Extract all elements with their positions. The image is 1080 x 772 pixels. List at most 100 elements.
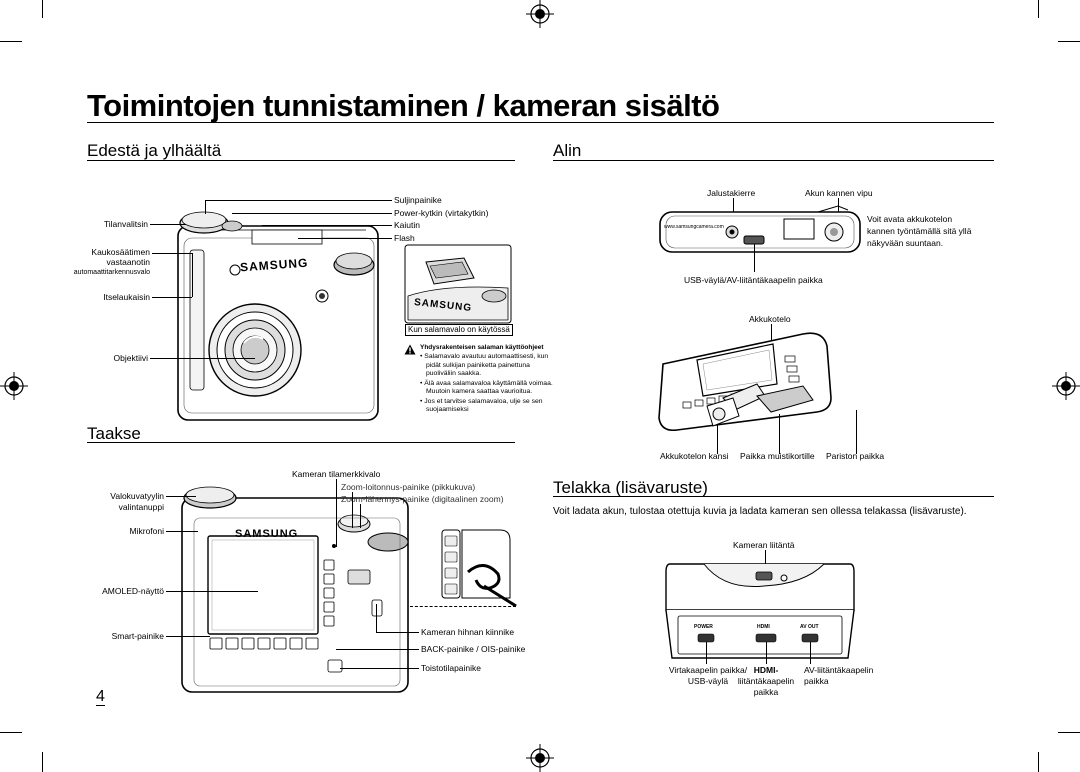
leader-line — [166, 496, 196, 497]
crop-mark — [1038, 0, 1039, 18]
dashed-leader — [410, 606, 516, 608]
label-amoled: AMOLED-näyttö — [102, 586, 164, 596]
label-valokuvatyylin-2: valintanuppi — [118, 502, 164, 512]
title-rule — [87, 122, 994, 123]
front-heading: Edestä ja ylhäältä — [87, 141, 222, 160]
camera-back-brand: SAMSUNG — [235, 528, 299, 540]
label-av-2: paikka — [804, 676, 829, 686]
label-pariston-paikka: Pariston paikka — [826, 451, 885, 461]
label-akun-kannen-vipu: Akun kannen vipu — [805, 188, 873, 198]
strap-detail-illustration — [441, 529, 517, 608]
label-kaukosaadin-1: Kaukosäätimen — [91, 247, 150, 257]
leader-line — [150, 358, 255, 359]
leader-line — [298, 238, 392, 239]
leader-line — [232, 213, 392, 214]
label-valokuvatyylin-1: Valokuvatyylin — [110, 491, 164, 501]
label-itselaukaisin: Itselaukaisin — [103, 292, 150, 302]
cradle-heading-rule — [553, 496, 994, 497]
camera-bottom-illustration — [659, 205, 861, 253]
warning-icon — [404, 344, 416, 355]
registration-mark-top-icon — [526, 0, 554, 28]
label-tilamerkkivalo: Kameran tilamerkkivalo — [292, 469, 381, 479]
label-kaiutin: Kaiutin — [394, 220, 420, 230]
leader-line — [340, 668, 419, 669]
camera-back-illustration — [181, 486, 409, 693]
leader-line — [192, 263, 193, 297]
leader-line — [766, 642, 767, 664]
flash-caption: Kun salamavalo on käytössä — [405, 324, 513, 336]
back-heading-rule — [87, 442, 515, 443]
bottom-heading-rule — [553, 160, 994, 161]
crop-mark — [1058, 41, 1080, 42]
port-hdmi-label: HDMI — [757, 624, 770, 630]
leader-line — [706, 642, 707, 664]
crop-mark — [0, 732, 22, 733]
note-item: • Salamavalo avautuu automaattisesti, ku… — [420, 353, 549, 377]
note-item: • Älä avaa salamavaloa käyttämällä voima… — [420, 379, 553, 396]
camera-front-illustration — [177, 211, 379, 421]
label-kameran-liitanta: Kameran liitäntä — [733, 540, 795, 550]
label-voit-avata-1: Voit avata akkukotelon — [867, 214, 953, 224]
note-item: • Jos et tarvitse salamavaloa, ulje se s… — [420, 397, 543, 414]
label-zoom-out: Zoom-loitonnus-painike (pikkukuva) — [341, 482, 476, 492]
front-heading-rule — [87, 160, 515, 161]
camera-bottom-url: www.samsungcamera.com — [664, 224, 724, 230]
label-voit-avata-3: näkyvään suuntaan. — [867, 238, 944, 248]
label-objektiivi: Objektiivi — [113, 353, 148, 363]
leader-line — [717, 424, 718, 454]
label-jalustakierre: Jalustakierre — [707, 188, 756, 198]
leader-line — [152, 253, 192, 254]
label-flash: Flash — [394, 233, 415, 243]
leader-line — [205, 200, 392, 201]
label-voit-avata-2: kannen työntämällä sitä yllä — [867, 226, 972, 236]
leader-line — [152, 297, 192, 298]
registration-mark-right-icon — [1052, 372, 1080, 400]
leader-line — [810, 642, 811, 664]
crop-mark — [1038, 752, 1039, 772]
leader-line — [336, 649, 419, 650]
cradle-illustration — [665, 563, 855, 659]
label-smart-painike: Smart-painike — [111, 631, 164, 641]
registration-mark-left-icon — [0, 372, 28, 400]
label-tilanvalitsin: Tilanvalitsin — [103, 219, 148, 229]
label-af-lamp: automaattitarkennusvalo — [73, 269, 150, 276]
label-av-1: AV-liitäntäkaapelin — [804, 665, 874, 675]
label-hdmi-3: paikka — [753, 687, 779, 697]
back-heading: Taakse — [87, 424, 141, 443]
label-hdmi-2: liitäntäkaapelin — [737, 676, 795, 686]
label-virta-1: Virtakaapelin paikka/ — [668, 665, 748, 675]
bottom-heading: Alin — [553, 141, 582, 160]
label-toistotila: Toistotilapainike — [421, 663, 482, 673]
label-virta-2: USB-väylä — [687, 676, 729, 686]
leader-line — [150, 224, 186, 225]
label-zoom-in: Zoom-lähennys-painike (digitaalinen zoom… — [341, 494, 504, 504]
leader-line — [336, 479, 337, 547]
leader-line — [754, 244, 755, 272]
page-title: Toimintojen tunnistaminen / kameran sisä… — [87, 88, 720, 123]
leader-line — [352, 492, 353, 528]
leader-line — [192, 253, 193, 263]
crop-mark — [42, 752, 43, 772]
label-back-ois: BACK-painike / OIS-painike — [421, 644, 526, 654]
crop-mark — [0, 41, 22, 42]
leader-line — [360, 504, 361, 528]
battery-compartment-illustration — [658, 332, 832, 432]
port-avout-label: AV OUT — [800, 624, 819, 630]
label-mikrofoni: Mikrofoni — [129, 526, 164, 536]
port-power-label: POWER — [694, 624, 713, 630]
flash-detail-illustration — [404, 244, 512, 324]
label-suljinpainike: Suljinpainike — [394, 195, 442, 205]
leader-line — [205, 200, 206, 214]
leader-line — [856, 410, 857, 454]
label-kaukosaadin-2: vastaanotin — [106, 257, 150, 267]
leader-line — [262, 225, 392, 226]
label-paikka-muistikortille: Paikka muistikortille — [740, 451, 815, 461]
leader-line — [779, 414, 780, 454]
leader-line — [166, 531, 198, 532]
label-akkukotelon-kansi: Akkukotelon kansi — [660, 451, 729, 461]
leader-line — [376, 604, 377, 632]
leader-line — [166, 591, 258, 592]
note-list: • Salamavalo avautuu automaattisesti, ku… — [420, 353, 553, 416]
crop-mark — [42, 0, 43, 18]
label-power: Power-kytkin (virtakytkin) — [394, 208, 489, 218]
